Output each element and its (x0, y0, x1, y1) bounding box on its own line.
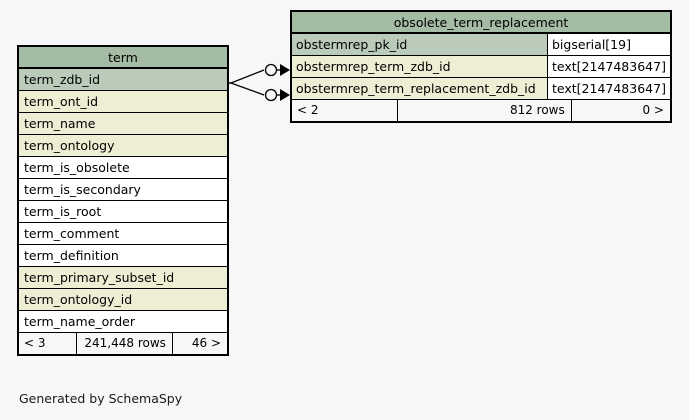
footer-child-count[interactable]: 0 > (642, 103, 664, 117)
column-row-term-is-obsolete[interactable]: term_is_obsolete (19, 157, 227, 179)
column-row-term-ontology-id[interactable]: term_ontology_id (19, 289, 227, 311)
column-name: term_is_secondary (19, 179, 227, 200)
column-row-term-name-order[interactable]: term_name_order (19, 311, 227, 333)
column-name: term_comment (19, 223, 227, 244)
column-name: obstermrep_term_replacement_zdb_id (292, 78, 547, 99)
column-name: term_zdb_id (19, 69, 227, 90)
column-name: obstermrep_term_zdb_id (292, 56, 547, 77)
entity-footer-obsolete-term-replacement: < 2 812 rows 0 > (292, 100, 670, 121)
footer-parent-count[interactable]: < 2 (292, 100, 398, 121)
column-row-obstermrep-pk-id[interactable]: obstermrep_pk_id bigserial[19] (292, 34, 670, 56)
column-row-term-is-secondary[interactable]: term_is_secondary (19, 179, 227, 201)
column-row-term-comment[interactable]: term_comment (19, 223, 227, 245)
column-row-term-definition[interactable]: term_definition (19, 245, 227, 267)
column-row-term-ont-id[interactable]: term_ont_id (19, 91, 227, 113)
column-type: bigserial[19] (547, 34, 670, 55)
relationship-line-1 (229, 69, 265, 84)
column-name: term_is_root (19, 201, 227, 222)
column-type: text[2147483647] (547, 78, 670, 99)
column-row-term-primary-subset-id[interactable]: term_primary_subset_id (19, 267, 227, 289)
column-row-term-name[interactable]: term_name (19, 113, 227, 135)
column-name: obstermrep_pk_id (292, 34, 547, 55)
column-type: text[2147483647] (547, 56, 670, 77)
column-name: term_primary_subset_id (19, 267, 227, 288)
column-name: term_ont_id (19, 91, 227, 112)
column-name: term_definition (19, 245, 227, 266)
relationship-line-2 (229, 82, 265, 96)
relationship-optional-marker-1 (264, 63, 278, 77)
entity-title-obsolete-term-replacement: obsolete_term_replacement (292, 12, 670, 34)
column-row-obstermrep-term-replacement-zdb-id[interactable]: obstermrep_term_replacement_zdb_id text[… (292, 78, 670, 100)
column-name: term_ontology_id (19, 289, 227, 310)
column-name: term_is_obsolete (19, 157, 227, 178)
entity-footer-term: < 3 241,448 rows 46 > (19, 333, 227, 354)
column-row-term-ontology[interactable]: term_ontology (19, 135, 227, 157)
entity-title-term: term (19, 47, 227, 69)
relationship-many-marker-2 (280, 89, 290, 101)
column-row-obstermrep-term-zdb-id[interactable]: obstermrep_term_zdb_id text[2147483647] (292, 56, 670, 78)
column-name: term_name_order (19, 311, 227, 332)
entity-table-term[interactable]: term term_zdb_id term_ont_id term_name t… (17, 45, 229, 356)
generated-by-caption: Generated by SchemaSpy (19, 391, 183, 406)
column-row-term-is-root[interactable]: term_is_root (19, 201, 227, 223)
footer-row-count: 241,448 rows (77, 333, 173, 354)
footer-parent-count[interactable]: < 3 (19, 333, 78, 354)
footer-child-count[interactable]: 46 > (191, 336, 221, 350)
column-name: term_ontology (19, 135, 227, 156)
relationship-many-marker-1 (280, 64, 290, 76)
relationship-optional-marker-2 (264, 88, 278, 102)
entity-table-obsolete-term-replacement[interactable]: obsolete_term_replacement obstermrep_pk_… (290, 10, 672, 123)
footer-row-count: 812 rows (398, 100, 572, 121)
column-row-term-zdb-id[interactable]: term_zdb_id (19, 69, 227, 91)
column-name: term_name (19, 113, 227, 134)
